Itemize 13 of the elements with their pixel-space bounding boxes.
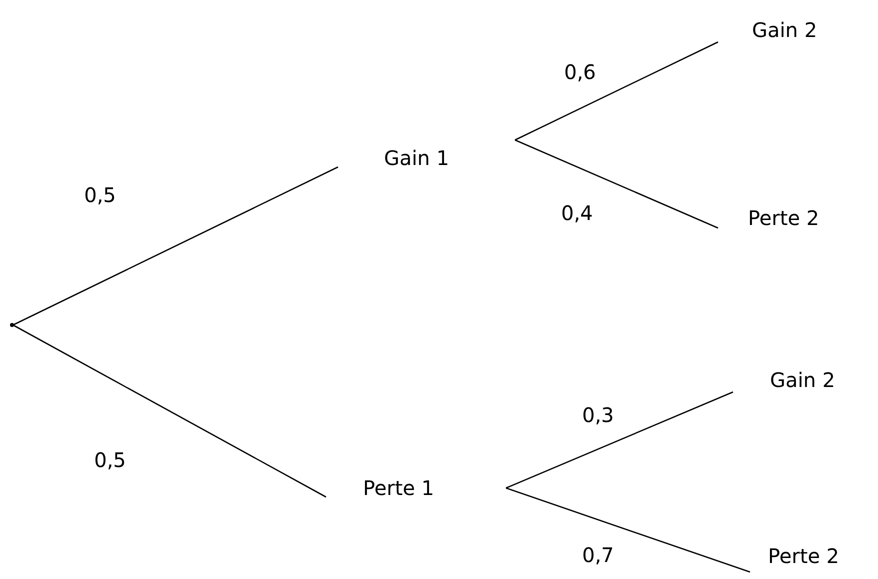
- outcome-label: Perte 1: [325, 470, 507, 506]
- branch-line: [506, 391, 734, 489]
- branch-line: [506, 487, 750, 573]
- outcome-label: Gain 1: [338, 138, 515, 178]
- outcome-label: Gain 2: [718, 12, 838, 48]
- branch-line: [514, 41, 718, 141]
- branch-line: [514, 139, 718, 229]
- branch-line: [12, 166, 338, 326]
- outcome-label: Perte 2: [750, 538, 865, 574]
- outcome-label: Gain 2: [733, 362, 853, 398]
- branch-point: [10, 323, 14, 327]
- outcome-label: Perte 2: [718, 200, 868, 236]
- branch-line: [12, 324, 326, 498]
